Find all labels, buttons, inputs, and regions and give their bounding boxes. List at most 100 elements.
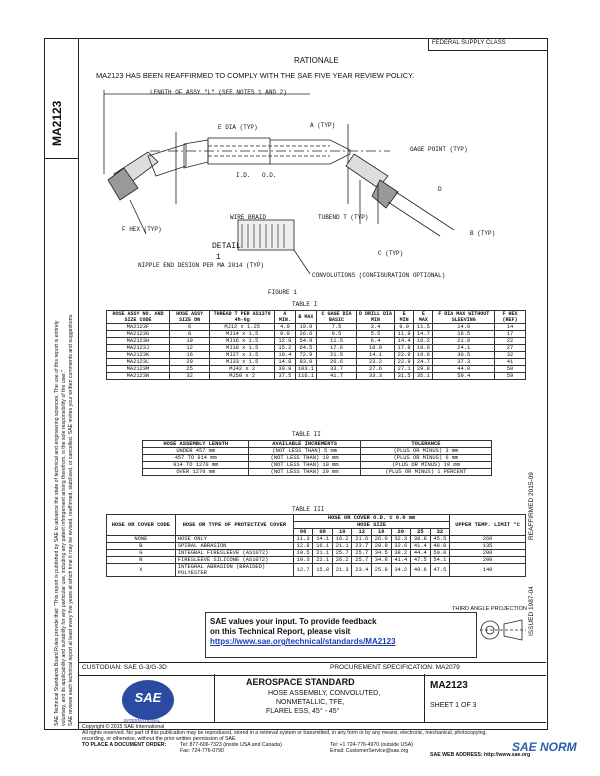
side-notice-3: SAE reviews each technical report at lea…	[68, 313, 74, 727]
table1-cell: 50	[494, 365, 526, 373]
table3-cell: NONE	[106, 535, 176, 543]
rationale-text: MA2123 HAS BEEN REAFFIRMED TO COMPLY WIT…	[96, 71, 415, 80]
table1-cell: 23.2	[355, 358, 396, 366]
table1-header-cell: HOSE ASSY SIZE DN	[168, 310, 211, 324]
table3-cell: 19.5	[292, 549, 314, 557]
table1-cell: 3.4	[355, 323, 396, 331]
table1-header-cell: THREAD T PER AS1370 4h-6g	[209, 310, 275, 324]
table3-cell: INTEGRAL ABRASION (BRAIDED) POLYESTER	[174, 563, 294, 577]
table1-cell: 4.0	[273, 323, 296, 331]
table1-cell: 10	[168, 337, 211, 345]
table1-cell: 33.3	[355, 372, 396, 380]
table-row: 457 TO 914 mm(NOT LESS THAN) 10 mm(PLUS …	[141, 454, 493, 462]
table1-cell: 11.9	[394, 330, 415, 338]
table3-cell: FIRESLEEVE SILICONE (AS1072)	[174, 556, 294, 564]
table3-cell: 25.8	[371, 563, 392, 577]
table1-header-cell: D DRILL DIA MIN	[355, 310, 396, 324]
table3-cell: 25.7	[331, 549, 353, 557]
table3-size-cell: 12	[351, 528, 372, 536]
table1-cell: 5.5	[355, 330, 396, 338]
detail-label: DETAIL	[212, 242, 241, 251]
table1-header-cell: B MAX	[294, 310, 318, 324]
table3-cell: 54.1	[429, 556, 451, 564]
table1-cell: 50.4	[432, 372, 496, 380]
table2-cell: (NOT LESS THAN) 20 mm	[248, 468, 361, 476]
table1-cell: 20	[168, 358, 211, 366]
table1-cell: 15.2	[273, 344, 296, 352]
reaffirmed-date: REAFFIRMED 2015-09	[528, 472, 535, 540]
table1-cell: 10.9	[355, 344, 396, 352]
table3-code-header: HOSE OR COVER CODE	[106, 514, 176, 536]
table1-cell: 32	[168, 372, 211, 380]
third-angle-projection-icon	[480, 619, 526, 641]
table3-cell: G	[106, 549, 176, 557]
sae-logo: SAE	[122, 680, 174, 720]
title-block	[78, 674, 546, 723]
table1-cell: 11.5	[316, 337, 357, 345]
table3-size-cell: 16	[371, 528, 392, 536]
tel-usa: Tel: 877-606-7323 (inside USA and Canada…	[180, 742, 282, 748]
table2-cell: 457 TO 914 mm	[141, 454, 250, 462]
table2-cell: 914 TO 1270 mm	[141, 461, 250, 469]
table3-cell: 32.6	[390, 542, 412, 550]
table2-header-cell: AVAILABLE INCREMENTS	[248, 440, 361, 448]
nipple-label: NIPPLE END DESIGN PER MA 2014 (TYP)	[138, 262, 265, 269]
e-dia-label: E DIA (TYP)	[218, 124, 258, 131]
table3-size-header: HOSE SIZE	[292, 521, 451, 529]
table3-cell: 12.8	[292, 542, 314, 550]
table3-cell: INTEGRAL FIRESLEEVE (AS1072)	[174, 549, 294, 557]
table3-cell: 21.1	[331, 542, 353, 550]
table2-cell: (PLUS OR MINUS) 1 PERCENT	[359, 468, 493, 476]
table3-cell: 25.7	[351, 556, 372, 564]
table1-cell: 6.4	[355, 337, 396, 345]
table3-cell: 21.1	[312, 549, 333, 557]
fax: Fax: 724-776-0790	[180, 748, 224, 754]
table3-cell: 50.0	[429, 549, 451, 557]
table1-cell: 37.3	[432, 358, 496, 366]
doc-number: MA2123	[430, 680, 468, 691]
table1-header-cell: HOSE ASSY NO. AND SIZE CODE	[106, 310, 170, 324]
table1-cell: 14.8	[273, 358, 296, 366]
table2-cell: (NOT LESS THAN) 5 mm	[248, 447, 361, 455]
rationale-title: RATIONALE	[294, 56, 339, 65]
table3-size-cell: 32	[429, 528, 451, 536]
table1-cell: 16.5	[432, 330, 496, 338]
table3-cell: N	[106, 556, 176, 564]
table2-cell: OVER 1270 mm	[141, 468, 250, 476]
table1-cell: MA2123F	[106, 323, 170, 331]
rights2: recording, or otherwise, without the pri…	[82, 736, 237, 742]
side-notice-1: SAE Technical Standards Board Rules prov…	[54, 320, 60, 726]
procurement-spec: PROCUREMENT SPECIFICATION: MA2079	[330, 664, 460, 671]
table1-cell: 19.6	[413, 344, 434, 352]
table1-cell: MJ42 x 2	[209, 365, 275, 373]
table3-cell: 47.5	[410, 556, 431, 564]
f-hex-label: F HEX (TYP)	[122, 226, 162, 233]
custodian-row	[78, 662, 546, 676]
table1-cell: 59	[494, 372, 526, 380]
table1-cell: 30.5	[432, 351, 496, 359]
table3-cell: 29.0	[371, 542, 392, 550]
table3-cell: 41.4	[390, 556, 412, 564]
web-address: SAE WEB ADDRESS: http://www.sae.org	[430, 752, 531, 758]
length-label: LENGTH OF ASSY "L" (SEE NOTES 1 AND 2)	[150, 89, 287, 96]
logo-divider	[214, 674, 215, 722]
feedback-link[interactable]: https://www.sae.org/technical/standards/…	[210, 637, 396, 646]
table3-cell: 49.6	[410, 563, 431, 577]
table1-cell: 27	[494, 344, 526, 352]
table1-cell: MA2123K	[106, 351, 170, 359]
table1-cell: 64.5	[294, 344, 318, 352]
table3-size-cell: 08	[312, 528, 333, 536]
table1-cell: MJ12 x 1.25	[209, 323, 275, 331]
table1-cell: 83.0	[294, 358, 318, 366]
table1-cell: MJ16 x 1.5	[209, 337, 275, 345]
table1-cell: 8	[168, 330, 211, 338]
d-label: D	[438, 186, 442, 193]
table1-cell: MA2123L	[106, 358, 170, 366]
